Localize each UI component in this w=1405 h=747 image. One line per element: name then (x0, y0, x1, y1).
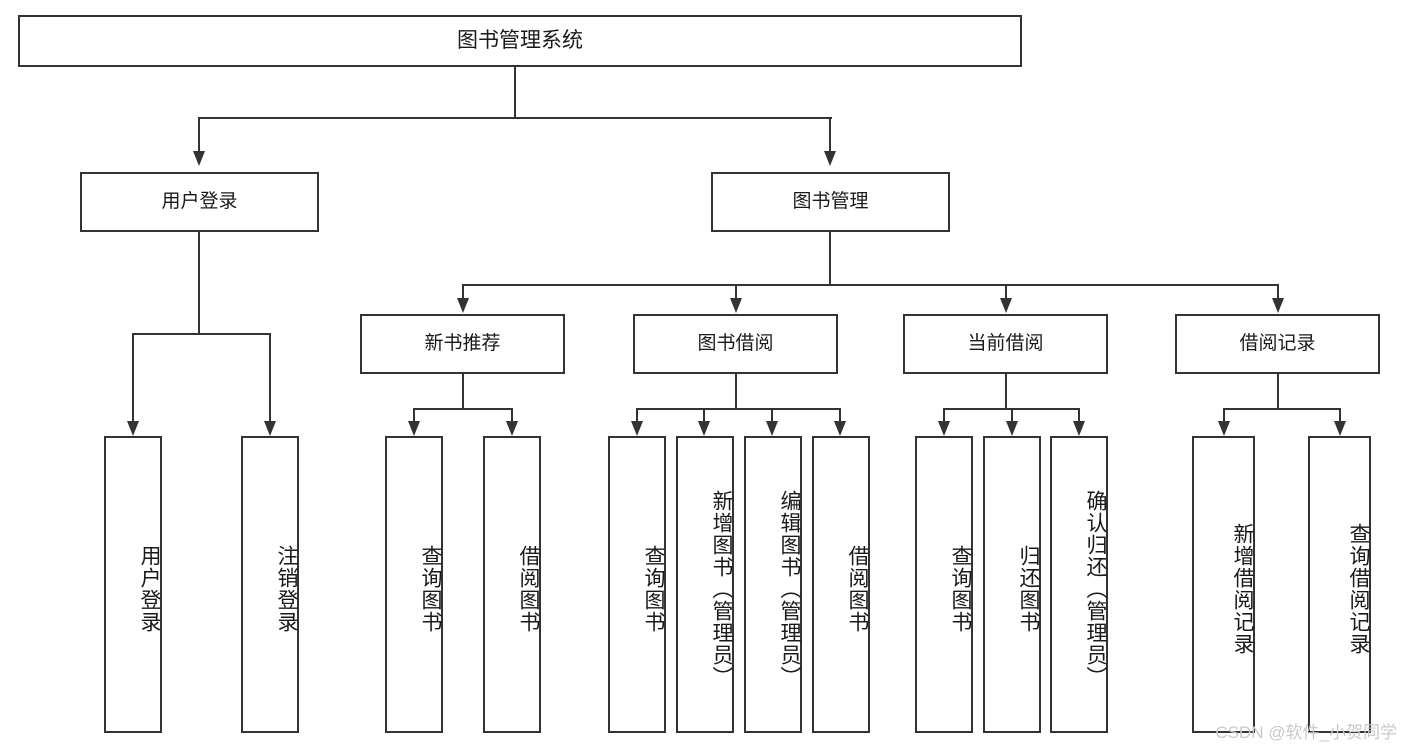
connector-drop-newbook-1 (413, 408, 415, 421)
connector-drop-borrow-record (1277, 284, 1279, 298)
node-label: 图书管理 (792, 190, 869, 212)
arrowhead-bb-3 (766, 421, 778, 436)
arrowhead-bb-2 (698, 421, 710, 436)
connector-root-stem (514, 67, 516, 118)
csdn-watermark: CSDN @软件_小贺同学 (1215, 723, 1397, 742)
connector-drop-book-borrow (735, 284, 737, 298)
node-new-book-recommend[interactable]: 新书推荐 (360, 314, 565, 374)
leaf-query-book-current[interactable]: 查询图书 (915, 436, 973, 733)
connector-user-login-stem (198, 232, 200, 334)
node-label: 图书管理系统 (457, 28, 583, 52)
arrowhead-cb-2 (1006, 421, 1018, 436)
arrowhead-br-1 (1218, 421, 1230, 436)
connector-drop-new-book (462, 284, 464, 298)
node-label: 查询图书 (642, 544, 665, 633)
node-current-borrow[interactable]: 当前借阅 (903, 314, 1108, 374)
leaf-borrow-book[interactable]: 借阅图书 (812, 436, 870, 733)
connector-drop-user-login (198, 117, 200, 151)
node-label: 图书借阅 (697, 332, 774, 354)
connector-book-borrow-bus (636, 408, 840, 410)
leaf-query-borrow-record[interactable]: 查询借阅记录 (1308, 436, 1371, 733)
arrowhead-bb-1 (631, 421, 643, 436)
node-book-manage[interactable]: 图书管理 (711, 172, 950, 232)
node-label: 当前借阅 (967, 332, 1044, 354)
connector-current-borrow-stem (1005, 374, 1007, 409)
leaf-logout-login[interactable]: 注销登录 (241, 436, 299, 733)
connector-drop-br-2 (1339, 408, 1341, 421)
leaf-query-book-borrow[interactable]: 查询图书 (608, 436, 666, 733)
connector-drop-current-borrow (1005, 284, 1007, 298)
node-label: 注销登录 (275, 544, 298, 633)
arrowhead-user-login (193, 151, 205, 166)
connector-drop-login-2 (269, 333, 271, 421)
leaf-borrow-book-recommend[interactable]: 借阅图书 (483, 436, 541, 733)
arrowhead-borrow-record (1272, 298, 1284, 313)
node-book-borrow[interactable]: 图书借阅 (633, 314, 838, 374)
connector-drop-bb-2 (703, 408, 705, 421)
arrowhead-cb-1 (938, 421, 950, 436)
node-user-login[interactable]: 用户登录 (80, 172, 319, 232)
connector-drop-cb-2 (1011, 408, 1013, 421)
arrowhead-current-borrow (1000, 298, 1012, 313)
connector-drop-book-manage (829, 117, 831, 151)
node-label: 归还图书 (1017, 544, 1040, 633)
node-label: 借阅图书 (517, 544, 540, 633)
arrowhead-newbook-1 (408, 421, 420, 436)
arrowhead-bb-4 (834, 421, 846, 436)
connector-new-book-stem (462, 374, 464, 409)
connector-drop-cb-3 (1078, 408, 1080, 421)
node-root-system[interactable]: 图书管理系统 (18, 15, 1022, 67)
connector-drop-br-1 (1223, 408, 1225, 421)
connector-drop-bb-1 (636, 408, 638, 421)
node-label: 用户登录 (161, 190, 238, 212)
connector-book-manage-stem (829, 232, 831, 285)
connector-drop-cb-1 (943, 408, 945, 421)
leaf-confirm-return-admin[interactable]: 确认归还（管理员） (1050, 436, 1108, 733)
arrowhead-cb-3 (1073, 421, 1085, 436)
connector-drop-bb-3 (771, 408, 773, 421)
arrowhead-newbook-2 (506, 421, 518, 436)
leaf-add-borrow-record[interactable]: 新增借阅记录 (1192, 436, 1255, 733)
leaf-edit-book-admin[interactable]: 编辑图书（管理员） (744, 436, 802, 733)
node-label: 借阅记录 (1239, 332, 1316, 354)
arrowhead-br-2 (1334, 421, 1346, 436)
connector-level2-bus (462, 284, 1279, 286)
connector-new-book-bus (413, 408, 513, 410)
node-label: 新增图书（管理员） (710, 489, 733, 688)
node-label: 编辑图书（管理员） (778, 489, 801, 688)
connector-level1-bus (198, 117, 832, 119)
connector-drop-newbook-2 (511, 408, 513, 421)
node-label: 借阅图书 (846, 544, 869, 633)
node-label: 新书推荐 (424, 332, 501, 354)
connector-borrow-record-bus (1223, 408, 1340, 410)
connector-user-login-bus (132, 333, 271, 335)
arrowhead-book-borrow (730, 298, 742, 313)
arrowhead-new-book (457, 298, 469, 313)
node-label: 新增借阅记录 (1231, 522, 1254, 655)
leaf-query-book-recommend[interactable]: 查询图书 (385, 436, 443, 733)
node-label: 确认归还（管理员） (1084, 489, 1107, 688)
node-label: 查询图书 (949, 544, 972, 633)
connector-book-borrow-stem (735, 374, 737, 409)
connector-drop-login-1 (132, 333, 134, 421)
arrowhead-book-manage (824, 151, 836, 166)
arrowhead-login-1 (127, 421, 139, 436)
arrowhead-login-2 (264, 421, 276, 436)
node-borrow-record[interactable]: 借阅记录 (1175, 314, 1380, 374)
node-label: 查询借阅记录 (1347, 522, 1370, 655)
leaf-add-book-admin[interactable]: 新增图书（管理员） (676, 436, 734, 733)
leaf-return-book[interactable]: 归还图书 (983, 436, 1041, 733)
connector-drop-bb-4 (839, 408, 841, 421)
leaf-user-login[interactable]: 用户登录 (104, 436, 162, 733)
node-label: 用户登录 (138, 544, 161, 633)
connector-borrow-record-stem (1277, 374, 1279, 409)
node-label: 查询图书 (419, 544, 442, 633)
